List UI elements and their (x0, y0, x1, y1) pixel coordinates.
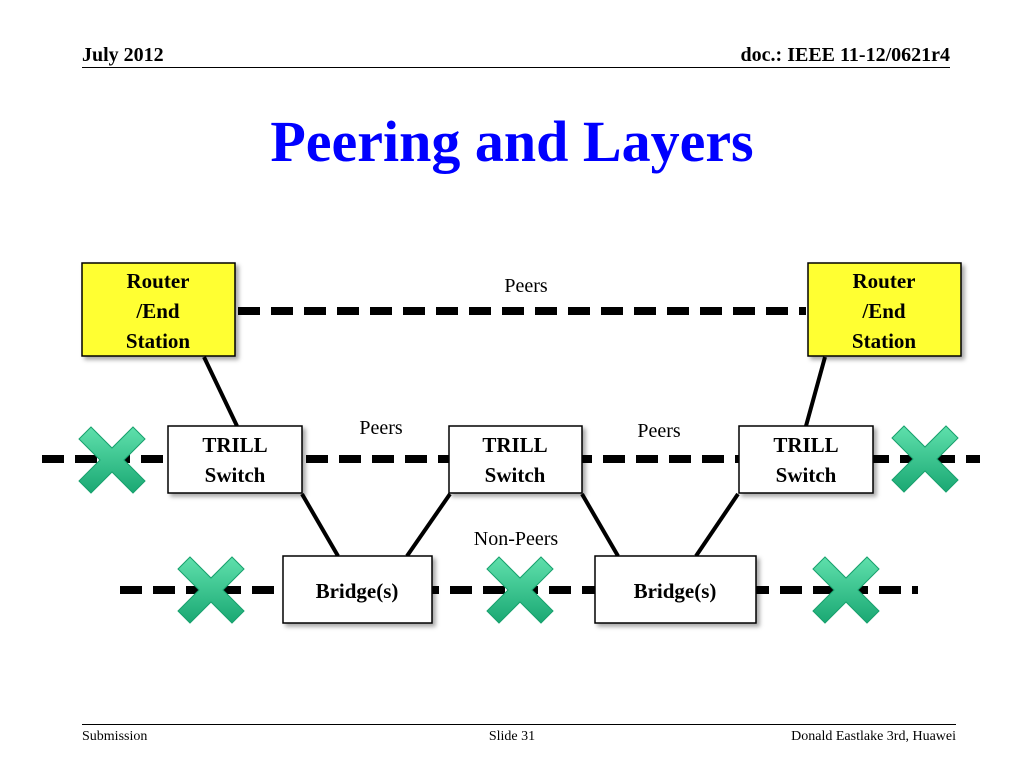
link-router-right-trill-right (804, 356, 827, 427)
footer-author: Donald Eastlake 3rd, Huawei (791, 729, 956, 744)
footer-submission: Submission (82, 729, 148, 744)
svg-text:/End: /End (861, 299, 906, 323)
svg-text:Station: Station (852, 329, 917, 353)
svg-text:TRILL: TRILL (482, 433, 547, 457)
svg-text:Bridge(s): Bridge(s) (316, 579, 399, 603)
header-rule (82, 67, 950, 68)
link-trill-center-bridge-left (405, 492, 452, 558)
svg-text:Station: Station (126, 329, 191, 353)
svg-text:Switch: Switch (776, 463, 837, 487)
label-top-peers: Peers (504, 275, 548, 297)
svg-text:Bridge(s): Bridge(s) (634, 579, 717, 603)
link-trill-center-bridge-right (580, 492, 620, 558)
label-trill-peers-right: Peers (637, 420, 681, 442)
footer-slide-number: Slide 31 (488, 729, 536, 744)
router-end-station-left: Router /End Station (81, 262, 236, 357)
trill-switch-right: TRILL Switch (738, 425, 874, 494)
svg-text:Switch: Switch (205, 463, 266, 487)
svg-text:TRILL: TRILL (773, 433, 838, 457)
trill-switch-left: TRILL Switch (167, 425, 303, 494)
trill-switch-center: TRILL Switch (448, 425, 583, 494)
label-trill-peers-left: Peers (359, 417, 403, 439)
svg-text:TRILL: TRILL (202, 433, 267, 457)
router-end-station-right: Router /End Station (807, 262, 962, 357)
svg-text:/End: /End (135, 299, 180, 323)
bridge-right: Bridge(s) (594, 555, 757, 624)
footer-rule (82, 724, 956, 725)
header-date: July 2012 (82, 44, 164, 66)
link-router-left-trill-left (202, 356, 239, 427)
svg-text:Router: Router (127, 269, 190, 293)
label-non-peers: Non-Peers (474, 528, 559, 550)
link-trill-right-bridge-right (694, 492, 740, 558)
svg-text:Router: Router (853, 269, 916, 293)
header-doc-id: doc.: IEEE 11-12/0621r4 (740, 44, 950, 66)
svg-text:Switch: Switch (485, 463, 546, 487)
slide-title: Peering and Layers (270, 109, 754, 174)
bridge-left: Bridge(s) (282, 555, 433, 624)
link-trill-left-bridge-left (300, 492, 340, 558)
